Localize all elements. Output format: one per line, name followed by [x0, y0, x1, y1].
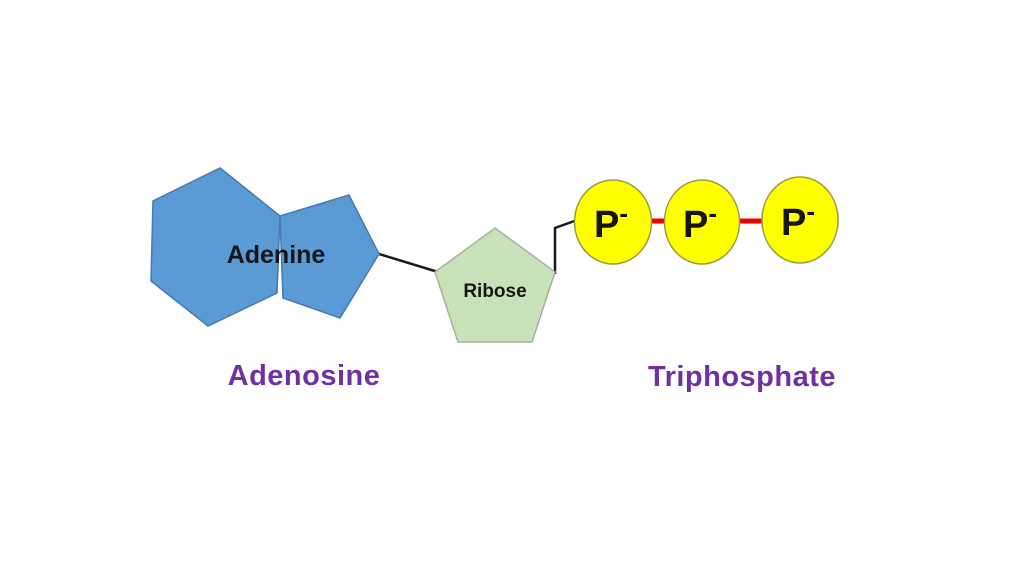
phosphate-group-1: P- — [573, 179, 653, 265]
adenine-pentagon — [279, 194, 380, 319]
adenosine-group-label: Adenosine — [228, 360, 381, 392]
adenine-ribose-bond — [378, 252, 439, 274]
phosphate-circle — [573, 179, 653, 265]
phosphate-group-2: P- — [663, 179, 741, 265]
phosphate-label: P- — [781, 196, 815, 244]
phosphate-charge: - — [708, 198, 717, 228]
phosphate-charge: - — [619, 198, 628, 228]
ribose-shape: Ribose — [434, 227, 556, 343]
phosphate-label: P- — [594, 198, 628, 246]
phosphate-symbol: P — [594, 204, 619, 246]
phosphate-circle — [663, 179, 741, 265]
phosphate-circle — [761, 176, 839, 264]
triphosphate-group-label: Triphosphate — [648, 361, 836, 393]
adenine-label: Adenine — [227, 241, 326, 269]
phosphate-symbol: P — [781, 202, 806, 244]
phosphate-charge: - — [806, 196, 815, 226]
phosphate-symbol: P — [683, 204, 708, 246]
ribose-label: Ribose — [463, 281, 526, 302]
phosphate-group-3: P- — [761, 176, 839, 264]
ribose-pentagon — [434, 227, 556, 343]
phosphate-label: P- — [683, 198, 717, 246]
ribose-phosphate-bond — [553, 217, 581, 274]
adenine-shape: Adenine — [150, 167, 380, 327]
